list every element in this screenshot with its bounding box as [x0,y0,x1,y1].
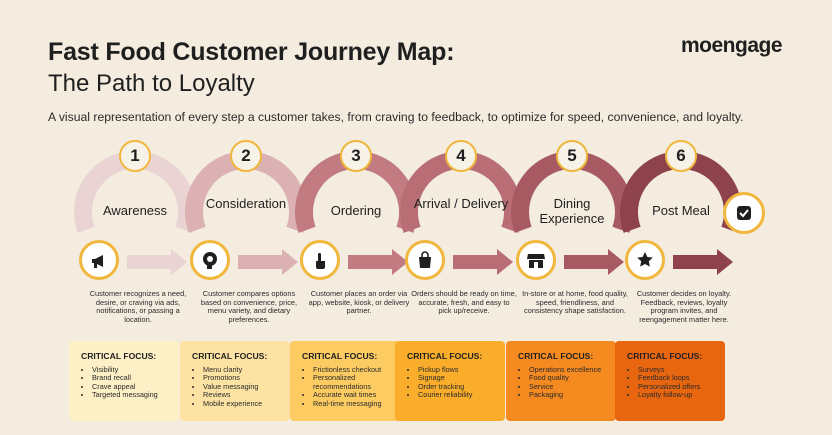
critical-focus-item: Courier reliability [418,390,505,399]
critical-focus-item: Operations excellence [529,365,616,374]
step-label: Post Meal [652,203,710,218]
storefront-icon [516,240,556,280]
critical-focus-item: Loyalty follow-up [638,390,725,399]
critical-focus-item: Feedback loops [638,373,725,382]
journey-arrow-5 [564,249,624,275]
critical-focus-card: CRITICAL FOCUS: SurveysFeedback loopsPers… [615,341,725,421]
critical-focus-item: Frictionless checkout [313,365,400,374]
megaphone-icon [79,240,119,280]
critical-focus-card: CRITICAL FOCUS: Frictionless checkoutPers… [290,341,400,421]
checkmark-icon [723,192,765,234]
journey-arrow-6 [673,249,733,275]
critical-focus-item: Mobile experience [203,399,290,408]
step-label: Awareness [102,203,168,218]
critical-focus-item: Service [529,382,616,391]
critical-focus-card: CRITICAL FOCUS: Pickup flowsSignageOrder … [395,341,505,421]
journey-arrow-4 [453,249,513,275]
critical-focus-title: CRITICAL FOCUS: [627,351,703,361]
critical-focus-title: CRITICAL FOCUS: [407,351,483,361]
critical-focus-card: CRITICAL FOCUS: Operations excellenceFood… [506,341,616,421]
critical-focus-item: Personalized recommendations [313,374,400,391]
step-label: Dining Experience [539,196,605,226]
critical-focus-list: Menu clarityPromotionsValue messagingRev… [192,365,290,408]
journey-arrow-1 [127,249,187,275]
critical-focus-item: Menu clarity [203,365,290,374]
step-number-badge: 5 [556,140,588,172]
page-subtitle: A visual representation of every step a … [48,110,744,124]
critical-focus-item: Accurate wait times [313,390,400,399]
step-description: Customer decides on loyalty. Feedback, r… [636,289,732,324]
critical-focus-title: CRITICAL FOCUS: [518,351,594,361]
page-title: Fast Food Customer Journey Map: [48,38,455,66]
step-label: Consideration [205,196,287,211]
journey-arrow-3 [348,249,408,275]
step-number-badge: 2 [230,140,262,172]
head-thinking-icon [190,240,230,280]
step-label: Ordering [330,203,382,218]
critical-focus-item: Surveys [638,365,725,374]
step-number-badge: 4 [445,140,477,172]
step-description: Customer compares options based on conve… [200,289,298,324]
critical-focus-title: CRITICAL FOCUS: [81,351,157,361]
critical-focus-item: Packaging [529,390,616,399]
step-description: Orders should be ready on time, accurate… [411,289,517,316]
critical-focus-item: Signage [418,373,505,382]
critical-focus-card: CRITICAL FOCUS: VisibilityBrand recallCra… [69,341,179,421]
critical-focus-item: Personalized offers [638,382,725,391]
journey-arrow-2 [238,249,298,275]
step-label: Arrival / Delivery [413,196,509,211]
critical-focus-card: CRITICAL FOCUS: Menu clarityPromotionsVal… [180,341,290,421]
critical-focus-item: Reviews [203,390,290,399]
critical-focus-title: CRITICAL FOCUS: [192,351,268,361]
step-description: Customer recognizes a need, desire, or c… [89,289,187,324]
page-title-line2: The Path to Loyalty [48,70,255,97]
star-icon [625,240,665,280]
step-description: Customer places an order via app, websit… [308,289,410,316]
step-number-badge: 1 [119,140,151,172]
step-description: In-store or at home, food quality, speed… [522,289,628,316]
critical-focus-item: Brand recall [92,373,179,382]
critical-focus-item: Crave appeal [92,382,179,391]
critical-focus-list: VisibilityBrand recallCrave appealTarget… [81,365,179,400]
step-number-badge: 3 [340,140,372,172]
critical-focus-item: Visibility [92,365,179,374]
critical-focus-item: Food quality [529,373,616,382]
critical-focus-item: Value messaging [203,382,290,391]
shopping-bag-icon [405,240,445,280]
critical-focus-list: Pickup flowsSignageOrder trackingCourier… [407,365,505,400]
brand-logo: moengage [681,34,783,57]
critical-focus-item: Pickup flows [418,365,505,374]
critical-focus-item: Targeted messaging [92,390,179,399]
critical-focus-item: Real-time messaging [313,399,400,408]
critical-focus-list: Frictionless checkoutPersonalized recomm… [302,365,400,408]
critical-focus-item: Promotions [203,373,290,382]
critical-focus-title: CRITICAL FOCUS: [302,351,378,361]
critical-focus-list: SurveysFeedback loopsPersonalized offers… [627,365,725,400]
tap-icon [300,240,340,280]
critical-focus-list: Operations excellenceFood qualityService… [518,365,616,400]
step-number-badge: 6 [665,140,697,172]
critical-focus-item: Order tracking [418,382,505,391]
